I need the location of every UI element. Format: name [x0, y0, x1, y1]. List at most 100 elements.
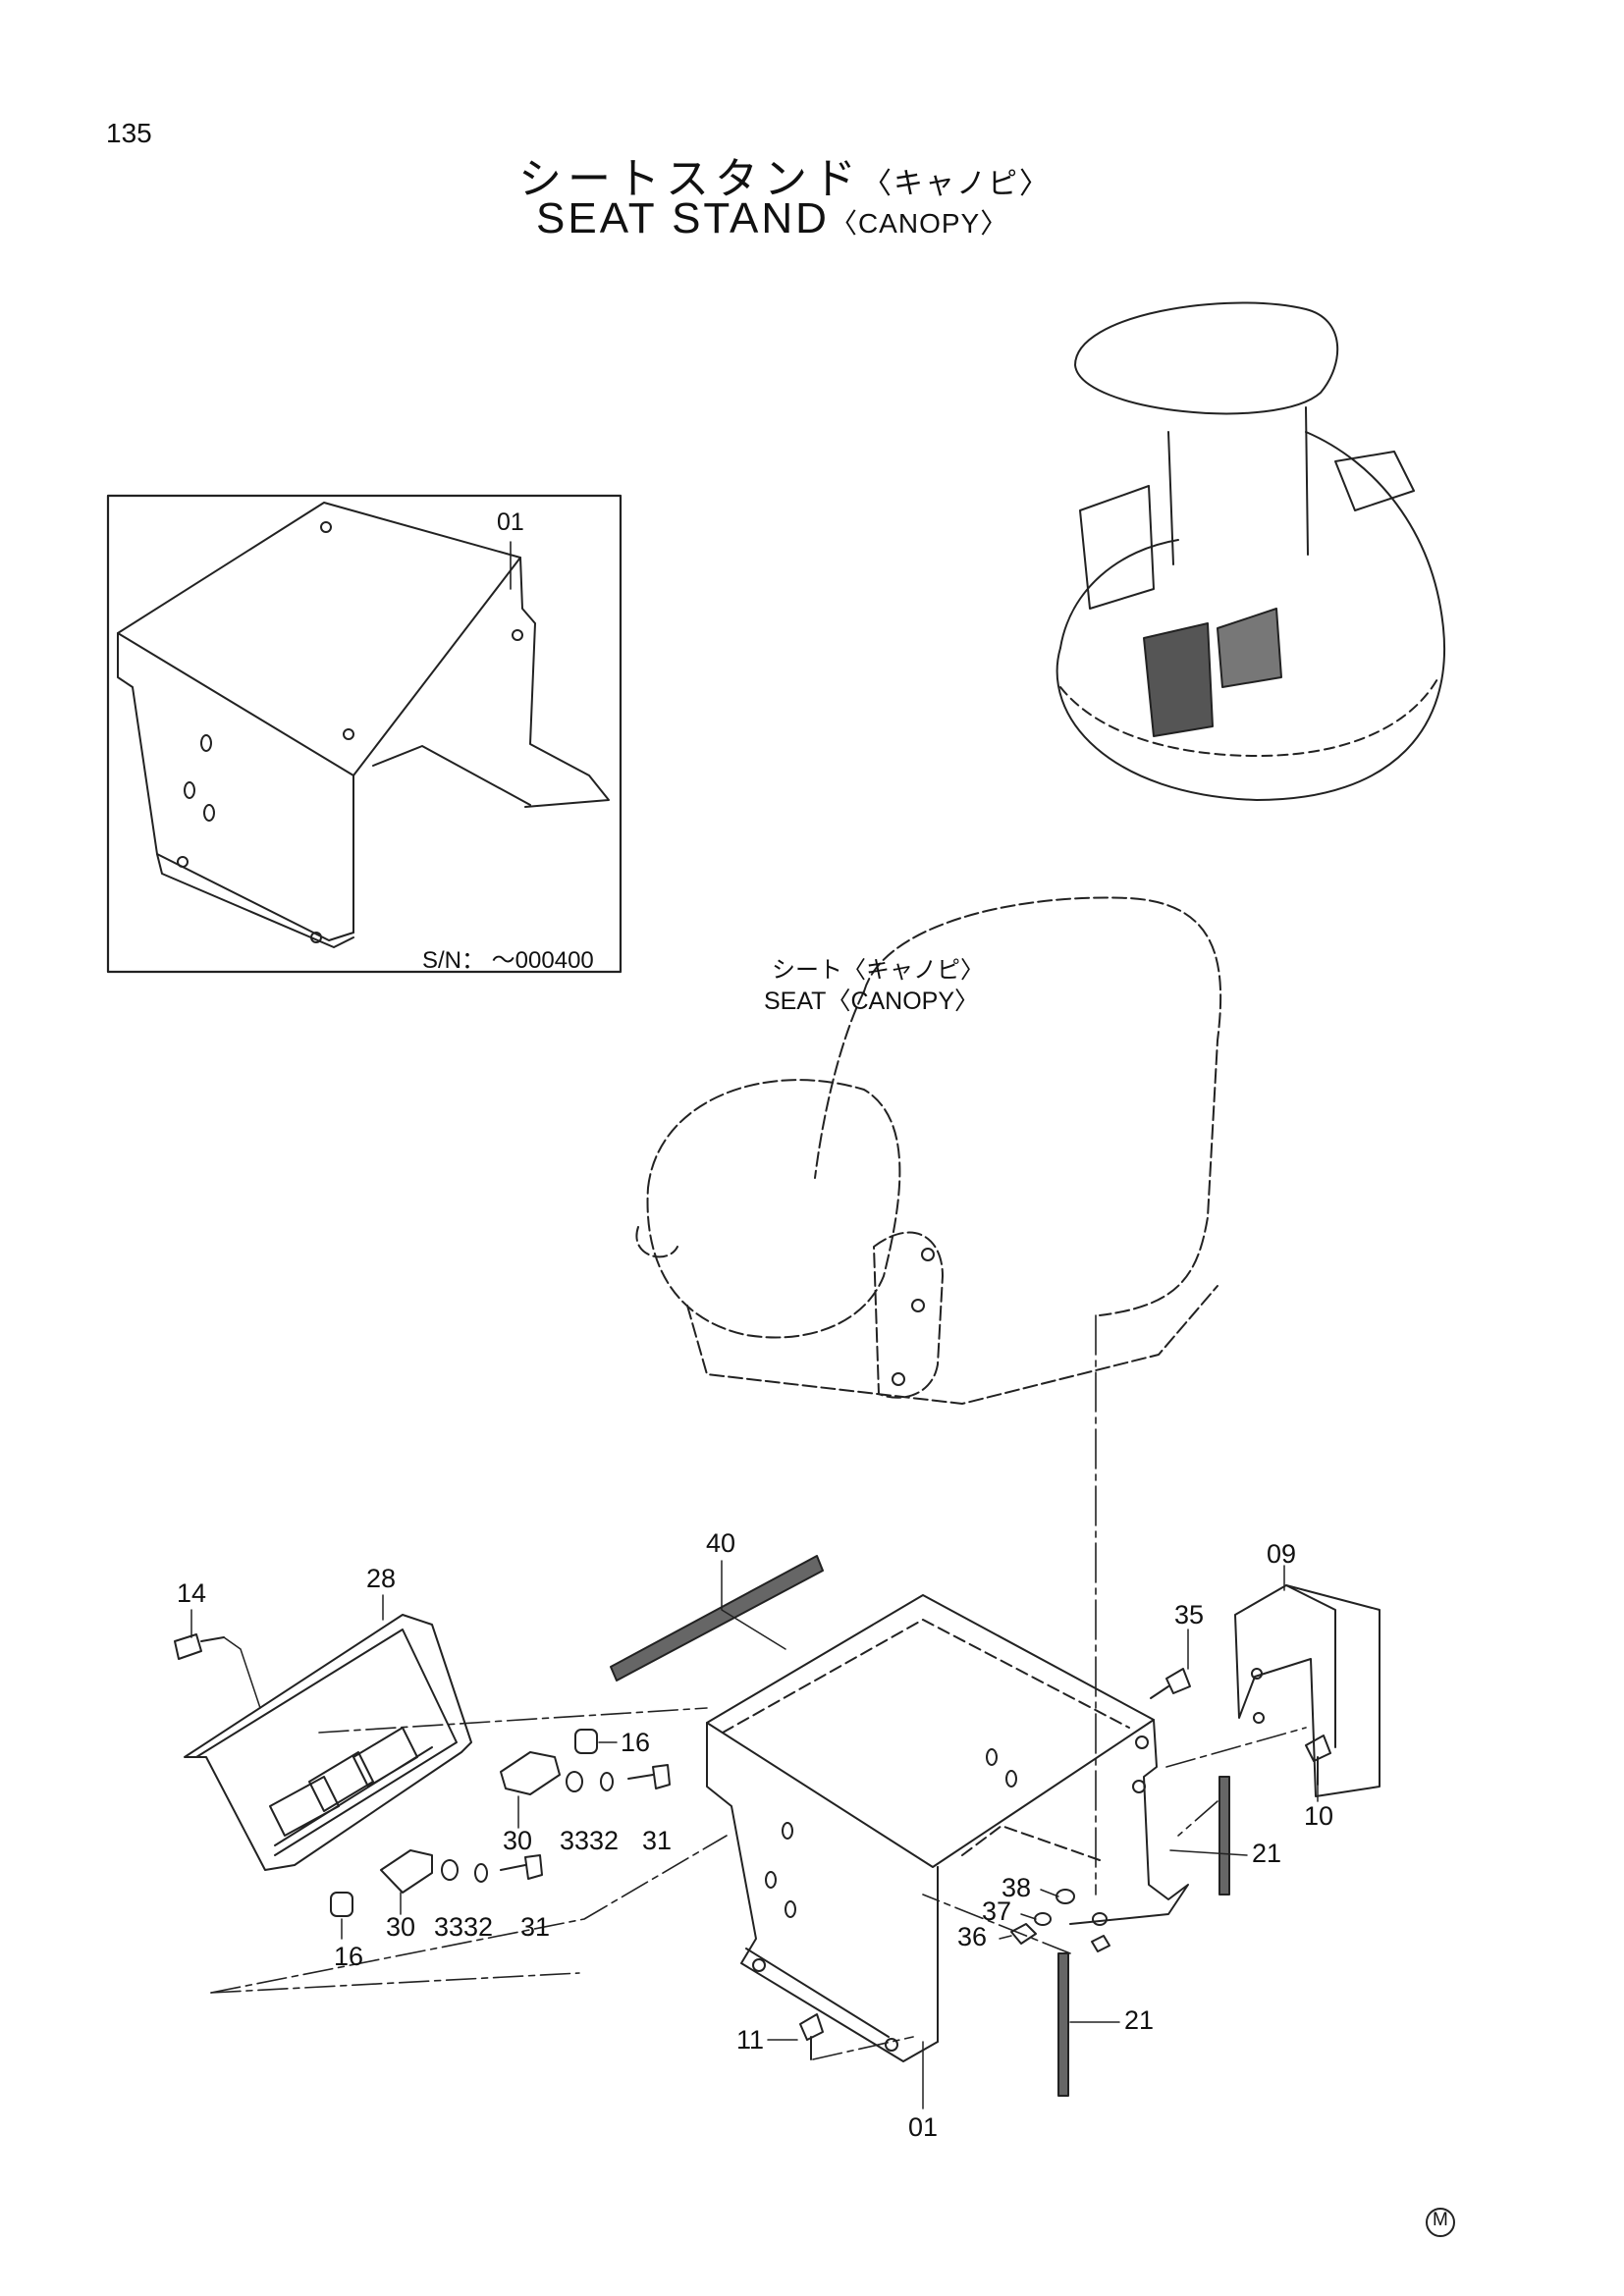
machine-body-outline: [1059, 539, 1179, 649]
leader-21a: [1169, 1849, 1248, 1856]
assembly-line: [1177, 1800, 1218, 1837]
inset-hole: [310, 932, 322, 943]
stand-slot: [765, 1871, 777, 1889]
bolt-14-icon: [174, 1633, 225, 1660]
washer-32-icon: [600, 1772, 614, 1791]
corner-mark-circle: [1426, 2208, 1455, 2237]
seat-bolts: [892, 1248, 935, 1386]
callout-36: 36: [957, 1922, 988, 1951]
title-japanese-sub: 〈キャノピ〉: [862, 168, 1051, 200]
stand-left-side: [706, 1722, 939, 2062]
stand-slot: [986, 1748, 998, 1766]
bolt-11-icon: [799, 2013, 824, 2060]
cover-plate-vents: [269, 1727, 433, 1846]
clamp-30-icon: [500, 1751, 561, 1795]
assembly-line: [1165, 1727, 1307, 1768]
callout-37: 37: [982, 1896, 1012, 1926]
leader-37: [1020, 1913, 1037, 1920]
assembly-line: [922, 1894, 1071, 1954]
callout-21-upper: 21: [1252, 1839, 1282, 1868]
leader-40: [721, 1560, 786, 1650]
cover-plate-inner: [195, 1629, 458, 1856]
machine-location-view: [1056, 301, 1445, 801]
callout-31-upper: 31: [642, 1826, 673, 1855]
spacer-16-icon: [574, 1729, 598, 1754]
leader-38: [1040, 1889, 1059, 1897]
inset-hole: [512, 629, 523, 641]
page-number: 135: [106, 118, 152, 148]
rubber-strip-40: [610, 1555, 824, 1682]
cover-plate-outline: [184, 1614, 472, 1871]
callout-31-lower: 31: [520, 1912, 551, 1942]
inset-hole: [343, 728, 354, 740]
title-japanese: シートスタンド〈キャノピ〉: [518, 143, 1051, 206]
clamp-30-icon: [380, 1849, 433, 1894]
stand-slot: [782, 1822, 793, 1840]
nut-36-icon: [1010, 1923, 1037, 1945]
lockwasher-37-icon: [1034, 1912, 1052, 1926]
stand-hole: [885, 2038, 898, 2052]
callout-28: 28: [366, 1564, 397, 1593]
rod-21-upper: [1218, 1776, 1230, 1896]
title-english: SEAT STAND〈CANOPY〉: [536, 194, 1008, 243]
stand-hole: [1132, 1780, 1146, 1793]
title-english-sub: 〈CANOPY〉: [829, 208, 1009, 239]
cover-plate-28: [184, 1614, 472, 1871]
callout-30-lower: 30: [386, 1912, 416, 1942]
seat-bolt: [921, 1248, 935, 1261]
seat-cushion: [646, 1079, 901, 1339]
stand-top-plate: [706, 1594, 1155, 1868]
stand-slot: [785, 1900, 796, 1918]
seat-canopy-diagram: [635, 896, 1222, 1405]
nut-icon: [1091, 1935, 1110, 1952]
seat-backrest: [863, 896, 1222, 1316]
stand-hidden-edge: [961, 1825, 1101, 1861]
inset-slot: [184, 781, 195, 799]
bracket-hole: [1253, 1712, 1265, 1724]
assembly-line: [210, 1835, 728, 1994]
bracket-09: [1234, 1584, 1380, 1797]
leader-14b: [223, 1636, 261, 1709]
callout-21-lower: 21: [1124, 2005, 1155, 2035]
inset-frame: [106, 494, 623, 974]
inset-seat-stand-diagram: [106, 494, 623, 974]
lockwasher-icon: [1092, 1912, 1108, 1926]
corner-mark: M: [1433, 2210, 1448, 2230]
stand-hole: [1135, 1735, 1149, 1749]
callout-10: 10: [1304, 1801, 1334, 1831]
callout-16-lower: 16: [334, 1942, 364, 1971]
callout-3332-lower: 3332: [434, 1912, 494, 1942]
inset-stand-right: [352, 557, 610, 934]
callout-11: 11: [736, 2025, 765, 2055]
stand-right-side: [1069, 1719, 1189, 1925]
inset-serial-note: S/N： ～000400: [422, 947, 594, 974]
inset-stand-foot: [156, 853, 354, 948]
seat-backrest-edge: [814, 990, 865, 1179]
title-english-main: SEAT STAND: [536, 194, 830, 242]
seat-lever: [635, 1226, 678, 1258]
callout-38: 38: [1001, 1873, 1032, 1902]
title-japanese-main: シートスタンド: [518, 155, 862, 203]
machine-body-outline: [1056, 431, 1445, 801]
callout-01: 01: [908, 2112, 939, 2142]
assembly-line: [318, 1707, 708, 1734]
inset-slot: [203, 804, 215, 822]
callout-09: 09: [1267, 1539, 1297, 1569]
bracket-outline: [1234, 1584, 1380, 1797]
callout-35: 35: [1174, 1600, 1205, 1629]
callout-3332-upper: 3332: [560, 1826, 620, 1855]
washer-32-icon: [474, 1863, 488, 1883]
assembly-line: [210, 1972, 580, 1994]
bolt-31-icon: [500, 1854, 543, 1880]
washer-33-icon: [566, 1771, 583, 1792]
leader-36: [999, 1935, 1012, 1940]
machine-seat-stand-highlight: [1143, 622, 1214, 737]
inset-stand-side: [117, 632, 354, 941]
stand-hole: [752, 1958, 766, 1972]
machine-seat-stand-highlight: [1217, 608, 1282, 688]
machine-console: [1334, 451, 1415, 511]
callout-16-upper: 16: [621, 1728, 651, 1757]
seat-label-japanese: シート〈キャノピ〉: [772, 957, 984, 984]
